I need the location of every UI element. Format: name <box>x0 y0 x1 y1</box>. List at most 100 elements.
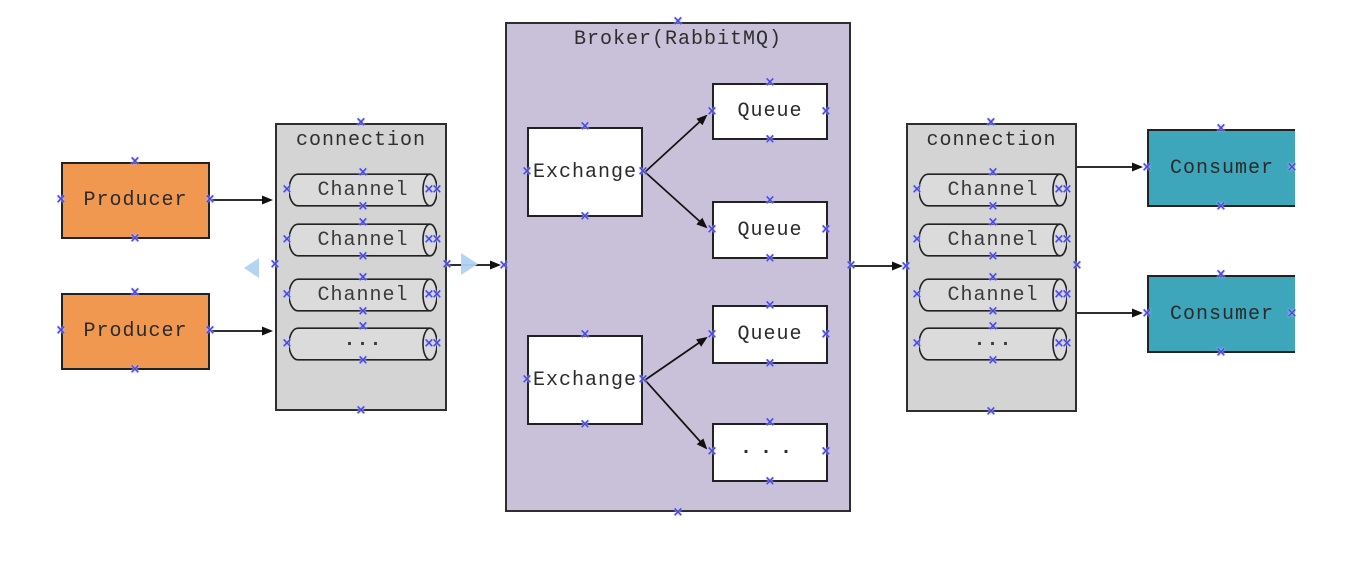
anchor-marker[interactable]: × <box>987 164 999 180</box>
anchor-marker[interactable]: × <box>987 318 999 334</box>
anchor-marker[interactable]: × <box>204 322 216 338</box>
anchor-marker[interactable]: × <box>1061 181 1073 197</box>
queue-ellipsis-node[interactable]: ... <box>712 423 828 482</box>
anchor-marker[interactable]: × <box>1141 159 1153 175</box>
queue-node-3[interactable]: Queue <box>712 305 828 364</box>
anchor-marker[interactable]: × <box>911 181 923 197</box>
anchor-marker[interactable]: × <box>1286 159 1298 175</box>
anchor-marker[interactable]: × <box>706 221 718 237</box>
anchor-marker[interactable]: × <box>129 361 141 377</box>
anchor-marker[interactable]: × <box>706 326 718 342</box>
anchor-marker[interactable]: × <box>1053 231 1065 247</box>
anchor-marker[interactable]: × <box>55 191 67 207</box>
anchor-marker[interactable]: × <box>281 335 293 351</box>
channel-node[interactable]: Channel <box>289 223 437 257</box>
anchor-marker[interactable]: × <box>911 335 923 351</box>
anchor-marker[interactable]: × <box>579 416 591 432</box>
anchor-marker[interactable]: × <box>521 163 533 179</box>
anchor-marker[interactable]: × <box>431 286 443 302</box>
anchor-marker[interactable]: × <box>672 504 684 520</box>
anchor-marker[interactable]: × <box>764 473 776 489</box>
anchor-marker[interactable]: × <box>1215 344 1227 360</box>
anchor-marker[interactable]: × <box>764 131 776 147</box>
anchor-marker[interactable]: × <box>1053 335 1065 351</box>
anchor-marker[interactable]: × <box>357 248 369 264</box>
anchor-marker[interactable]: × <box>498 257 510 273</box>
anchor-marker[interactable]: × <box>911 286 923 302</box>
anchor-marker[interactable]: × <box>281 286 293 302</box>
anchor-marker[interactable]: × <box>441 256 453 272</box>
anchor-marker[interactable]: × <box>357 164 369 180</box>
anchor-marker[interactable]: × <box>820 103 832 119</box>
anchor-marker[interactable]: × <box>1061 286 1073 302</box>
anchor-marker[interactable]: × <box>431 231 443 247</box>
anchor-marker[interactable]: × <box>637 371 649 387</box>
anchor-marker[interactable]: × <box>1215 266 1227 282</box>
anchor-marker[interactable]: × <box>1061 335 1073 351</box>
consumer-node-1[interactable]: Consumer <box>1147 129 1295 207</box>
anchor-marker[interactable]: × <box>987 214 999 230</box>
exchange-node-2[interactable]: Exchange <box>527 335 643 425</box>
anchor-marker[interactable]: × <box>1215 120 1227 136</box>
anchor-marker[interactable]: × <box>1286 305 1298 321</box>
anchor-marker[interactable]: × <box>357 214 369 230</box>
anchor-marker[interactable]: × <box>706 443 718 459</box>
producer-node-2[interactable]: Producer <box>61 293 210 370</box>
anchor-marker[interactable]: × <box>764 414 776 430</box>
consumer-node-2[interactable]: Consumer <box>1147 275 1295 353</box>
anchor-marker[interactable]: × <box>987 198 999 214</box>
channel-node[interactable]: Channel <box>919 173 1067 207</box>
anchor-marker[interactable]: × <box>820 221 832 237</box>
anchor-marker[interactable]: × <box>281 231 293 247</box>
anchor-marker[interactable]: × <box>764 355 776 371</box>
anchor-marker[interactable]: × <box>355 402 367 418</box>
anchor-marker[interactable]: × <box>579 326 591 342</box>
anchor-marker[interactable]: × <box>355 114 367 130</box>
producer-node-1[interactable]: Producer <box>61 162 210 239</box>
anchor-marker[interactable]: × <box>820 443 832 459</box>
channel-node[interactable]: ... <box>289 327 437 361</box>
anchor-marker[interactable]: × <box>764 250 776 266</box>
anchor-marker[interactable]: × <box>357 269 369 285</box>
anchor-marker[interactable]: × <box>521 371 533 387</box>
anchor-marker[interactable]: × <box>637 163 649 179</box>
anchor-marker[interactable]: × <box>357 198 369 214</box>
anchor-marker[interactable]: × <box>672 13 684 29</box>
connection-group-left[interactable] <box>275 123 447 411</box>
anchor-marker[interactable]: × <box>845 257 857 273</box>
anchor-marker[interactable]: × <box>357 352 369 368</box>
anchor-marker[interactable]: × <box>431 181 443 197</box>
channel-node[interactable]: ... <box>919 327 1067 361</box>
anchor-marker[interactable]: × <box>987 352 999 368</box>
anchor-marker[interactable]: × <box>129 230 141 246</box>
anchor-marker[interactable]: × <box>269 256 281 272</box>
anchor-marker[interactable]: × <box>357 303 369 319</box>
connection-group-right[interactable] <box>906 123 1077 412</box>
anchor-marker[interactable]: × <box>764 297 776 313</box>
anchor-marker[interactable]: × <box>579 118 591 134</box>
anchor-marker[interactable]: × <box>987 248 999 264</box>
anchor-marker[interactable]: × <box>1061 231 1073 247</box>
anchor-marker[interactable]: × <box>579 208 591 224</box>
anchor-marker[interactable]: × <box>1053 181 1065 197</box>
anchor-marker[interactable]: × <box>1141 305 1153 321</box>
anchor-marker[interactable]: × <box>423 181 435 197</box>
anchor-marker[interactable]: × <box>764 192 776 208</box>
anchor-marker[interactable]: × <box>987 269 999 285</box>
anchor-marker[interactable]: × <box>129 153 141 169</box>
exchange-node-1[interactable]: Exchange <box>527 127 643 217</box>
anchor-marker[interactable]: × <box>911 231 923 247</box>
anchor-marker[interactable]: × <box>423 335 435 351</box>
channel-node[interactable]: Channel <box>919 278 1067 312</box>
anchor-marker[interactable]: × <box>1053 286 1065 302</box>
anchor-marker[interactable]: × <box>281 181 293 197</box>
queue-node-2[interactable]: Queue <box>712 201 828 259</box>
anchor-marker[interactable]: × <box>423 231 435 247</box>
anchor-marker[interactable]: × <box>1071 257 1083 273</box>
anchor-marker[interactable]: × <box>900 258 912 274</box>
anchor-marker[interactable]: × <box>423 286 435 302</box>
anchor-marker[interactable]: × <box>987 303 999 319</box>
anchor-marker[interactable]: × <box>129 284 141 300</box>
anchor-marker[interactable]: × <box>985 403 997 419</box>
anchor-marker[interactable]: × <box>820 326 832 342</box>
